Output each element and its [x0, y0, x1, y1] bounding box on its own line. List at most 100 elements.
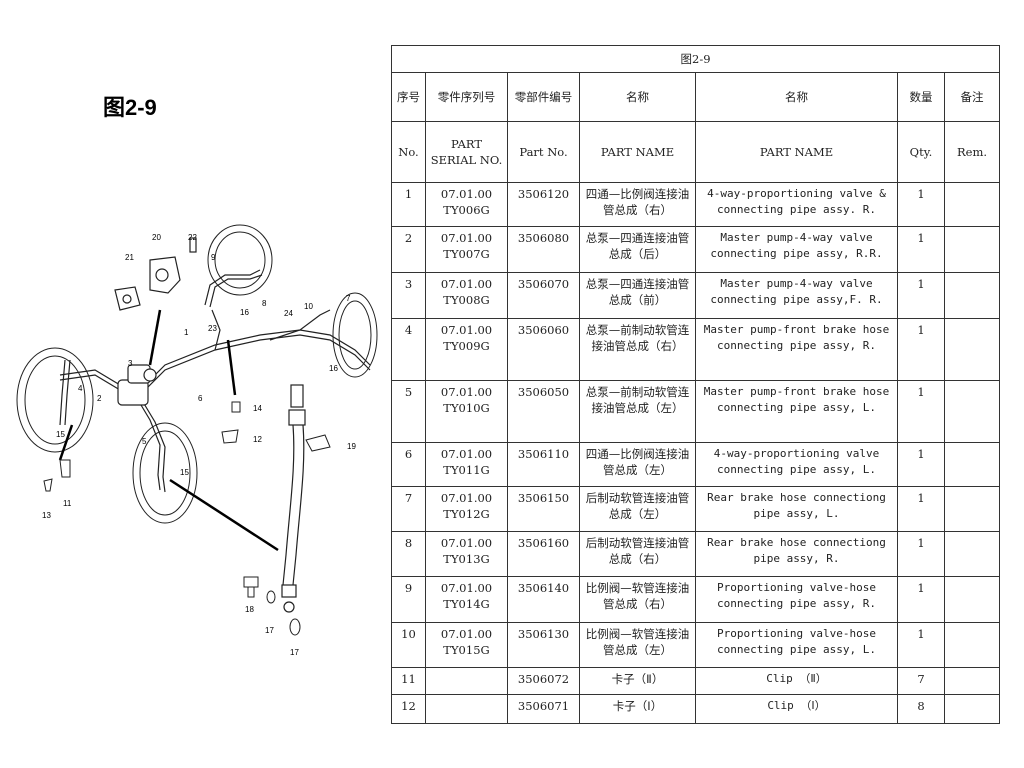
row-serial: 07.01.00 TY009G — [425, 318, 508, 381]
row-part-no: 3506060 — [507, 318, 580, 381]
header-row-en: No. PART SERIAL NO. Part No. PART NAME P… — [391, 121, 1001, 183]
table-row: 12 3506071 卡子（Ⅰ） Clip （Ⅰ） 8 — [391, 694, 1001, 724]
row-part-no: 3506160 — [507, 531, 580, 577]
callout-21: 21 — [125, 253, 134, 262]
header-cn-no: 序号 — [391, 72, 426, 122]
row-part-no: 3506110 — [507, 442, 580, 487]
header-en-rem: Rem. — [943, 121, 1001, 183]
row-qty: 1 — [897, 182, 945, 227]
row-name-cn: 比例阀—软管连接油管总成（右） — [579, 576, 696, 623]
callout-11: 11 — [63, 499, 72, 508]
row-name-en: Proportioning valve-hose connecting pipe… — [695, 622, 898, 668]
callout-9: 9 — [211, 253, 216, 262]
row-no: 1 — [391, 182, 426, 227]
row-no: 5 — [391, 380, 426, 443]
row-serial: 07.01.00 TY012G — [425, 486, 508, 532]
row-rem — [943, 182, 1001, 227]
clip-19 — [305, 434, 331, 452]
callout-20: 20 — [152, 233, 161, 242]
row-qty: 1 — [897, 318, 945, 381]
row-name-cn: 总泵—四通连接油管总成（前） — [579, 272, 696, 319]
row-qty: 1 — [897, 486, 945, 532]
header-en-name: PART NAME — [579, 121, 696, 183]
header-en-part-no: Part No. — [507, 121, 580, 183]
row-name-en: Master pump-4-way valve connecting pipe … — [695, 272, 898, 319]
callout-16a: 16 — [240, 308, 249, 317]
table-row: 11 3506072 卡子（Ⅱ） Clip （Ⅱ） 7 — [391, 667, 1001, 695]
rear-right-wheel — [332, 292, 378, 378]
row-name-en: Proportioning valve-hose connecting pipe… — [695, 576, 898, 623]
callout-5: 5 — [142, 437, 147, 446]
row-rem — [943, 622, 1001, 668]
row-name-cn: 比例阀—软管连接油管总成（左） — [579, 622, 696, 668]
row-no: 2 — [391, 226, 426, 273]
callout-17a: 17 — [265, 626, 274, 635]
header-en-qty: Qty. — [897, 121, 945, 183]
brake-pipe-diagram: 20 22 21 9 8 16 23 10 24 7 1 3 4 2 6 16 … — [16, 224, 378, 657]
brake-hose-fitting-top — [290, 384, 304, 408]
row-name-en: Clip （Ⅱ） — [695, 667, 898, 695]
table-row: 9 07.01.00 TY014G 3506140 比例阀—软管连接油管总成（右… — [391, 576, 1001, 623]
callout-14: 14 — [253, 404, 262, 413]
table-row: 7 07.01.00 TY012G 3506150 后制动软管连接油管总成（左）… — [391, 486, 1001, 532]
row-no: 8 — [391, 531, 426, 577]
row-part-no: 3506050 — [507, 380, 580, 443]
table-row: 1 07.01.00 TY006G 3506120 四通—比例阀连接油管总成（右… — [391, 182, 1001, 227]
row-no: 6 — [391, 442, 426, 487]
row-part-no: 3506130 — [507, 622, 580, 668]
row-no: 3 — [391, 272, 426, 319]
row-name-en: Clip （Ⅰ） — [695, 694, 898, 724]
row-qty: 1 — [897, 272, 945, 319]
row-no: 9 — [391, 576, 426, 623]
row-serial — [425, 694, 508, 724]
header-en-no: No. — [391, 121, 426, 183]
callout-8: 8 — [262, 299, 267, 308]
row-part-no: 3506150 — [507, 486, 580, 532]
row-rem — [943, 272, 1001, 319]
row-no: 12 — [391, 694, 426, 724]
row-rem — [943, 442, 1001, 487]
row-serial: 07.01.00 TY010G — [425, 380, 508, 443]
row-part-no: 3506120 — [507, 182, 580, 227]
row-name-cn: 总泵—前制动软管连接油管总成（左） — [579, 380, 696, 443]
table-row: 2 07.01.00 TY007G 3506080 总泵—四通连接油管总成（后）… — [391, 226, 1001, 273]
row-name-en: Master pump-front brake hose connecting … — [695, 318, 898, 381]
row-name-cn: 四通—比例阀连接油管总成（左） — [579, 442, 696, 487]
row-part-no: 3506070 — [507, 272, 580, 319]
header-en-serial: PART SERIAL NO. — [425, 121, 508, 183]
table-row: 4 07.01.00 TY009G 3506060 总泵—前制动软管连接油管总成… — [391, 318, 1001, 381]
row-qty: 1 — [897, 576, 945, 623]
row-serial: 07.01.00 TY014G — [425, 576, 508, 623]
row-name-en: Rear brake hose connectiong pipe assy, L… — [695, 486, 898, 532]
callout-19: 19 — [347, 442, 356, 451]
row-serial: 07.01.00 TY008G — [425, 272, 508, 319]
header-cn-part-no: 零部件编号 — [507, 72, 580, 122]
callout-13: 13 — [42, 511, 51, 520]
callout-7: 7 — [346, 294, 351, 303]
row-no: 7 — [391, 486, 426, 532]
page-title: 图2-9 — [103, 95, 157, 120]
row-no: 10 — [391, 622, 426, 668]
row-qty: 1 — [897, 380, 945, 443]
row-qty: 8 — [897, 694, 945, 724]
header-cn-name: 名称 — [579, 72, 696, 122]
bolt-18 — [243, 576, 259, 588]
row-name-cn: 后制动软管连接油管总成（右） — [579, 531, 696, 577]
callout-1: 1 — [184, 328, 189, 337]
row-name-en: 4-way-proportioning valve & connecting p… — [695, 182, 898, 227]
row-qty: 1 — [897, 226, 945, 273]
row-name-cn: 总泵—前制动软管连接油管总成（右） — [579, 318, 696, 381]
clip-12 — [221, 429, 239, 444]
callout-2: 2 — [97, 394, 102, 403]
callout-10: 10 — [304, 302, 313, 311]
row-serial: 07.01.00 TY007G — [425, 226, 508, 273]
row-part-no: 3506071 — [507, 694, 580, 724]
callout-6: 6 — [198, 394, 203, 403]
callout-15a: 15 — [56, 430, 65, 439]
row-qty: 1 — [897, 442, 945, 487]
row-name-en: 4-way-proportioning valve connecting pip… — [695, 442, 898, 487]
row-no: 11 — [391, 667, 426, 695]
row-name-en: Master pump-4-way valve connecting pipe … — [695, 226, 898, 273]
row-part-no: 3506072 — [507, 667, 580, 695]
header-cn-name-en: 名称 — [695, 72, 898, 122]
